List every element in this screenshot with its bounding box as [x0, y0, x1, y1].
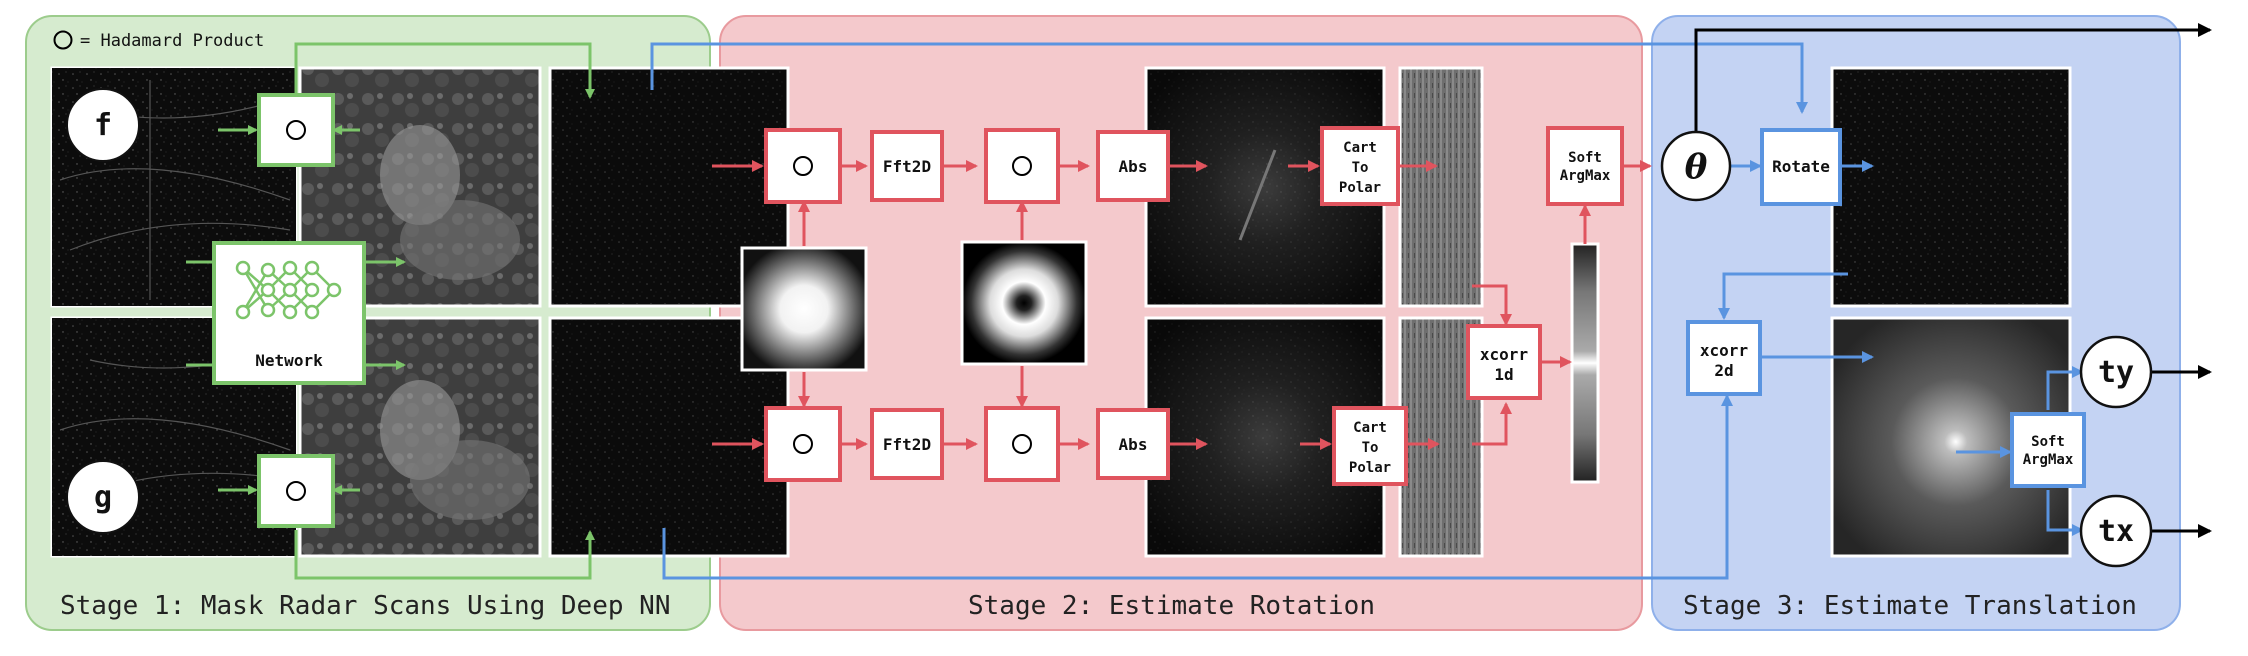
- svg-text:Rotate: Rotate: [1772, 157, 1830, 176]
- stage2-arrows: [712, 160, 1652, 450]
- svg-text:Polar: Polar: [1349, 460, 1391, 476]
- input-f-node: [66, 88, 140, 162]
- fft2d-box-bottom: Fft2D: [870, 408, 944, 480]
- stage1-arrows: [186, 42, 595, 580]
- hadamard-box-top-2: [984, 128, 1060, 204]
- output-arrows: [1694, 23, 2212, 538]
- hadamard-box-bottom-2: [984, 406, 1060, 482]
- svg-text:Abs: Abs: [1119, 157, 1148, 176]
- hadamard-legend-icon: [53, 30, 73, 50]
- tx-output-node: [2079, 494, 2153, 568]
- svg-text:Soft: Soft: [2031, 434, 2065, 450]
- theta-output-node: [1660, 130, 1732, 202]
- softargmax-rotation-box: Soft ArgMax: [1546, 126, 1624, 206]
- svg-text:xcorr: xcorr: [1480, 345, 1528, 364]
- input-f-label: f: [94, 108, 112, 143]
- xcorr2d-box: xcorr 2d: [1686, 320, 1762, 396]
- svg-text:ArgMax: ArgMax: [1560, 168, 1611, 184]
- svg-text:To: To: [1352, 160, 1369, 176]
- theta-label: θ: [1685, 147, 1708, 187]
- rotation-correlation-strip: [1570, 242, 1600, 484]
- svg-text:Polar: Polar: [1339, 180, 1381, 196]
- stage3-label: Stage 3: Estimate Translation: [1683, 591, 2137, 621]
- cart-to-polar-box-top: Cart To Polar: [1320, 126, 1400, 206]
- ring-filter-image: [960, 240, 1088, 366]
- hadamard-box-top-1: [764, 128, 842, 204]
- network-box: Network: [212, 241, 366, 385]
- svg-text:To: To: [1362, 440, 1379, 456]
- fft2d-box-top: Fft2D: [870, 130, 944, 202]
- polar-image-top: [1398, 66, 1484, 308]
- ty-label: ty: [2098, 355, 2134, 390]
- svg-text:Soft: Soft: [1568, 150, 1602, 166]
- stage2-label: Stage 2: Estimate Rotation: [968, 591, 1375, 621]
- abs-box-bottom: Abs: [1096, 408, 1170, 480]
- hadamard-box-bottom-1: [764, 406, 842, 482]
- mask-image-f: [298, 66, 542, 308]
- svg-text:xcorr: xcorr: [1700, 341, 1748, 360]
- lowpass-filter-image: [740, 246, 868, 372]
- rotate-box: Rotate: [1760, 128, 1842, 206]
- svg-text:ArgMax: ArgMax: [2023, 452, 2074, 468]
- cart-to-polar-box-bottom: Cart To Polar: [1332, 406, 1408, 486]
- svg-text:Fft2D: Fft2D: [883, 157, 931, 176]
- stage1-label: Stage 1: Mask Radar Scans Using Deep NN: [60, 591, 670, 621]
- hadamard-box-g: [257, 454, 335, 528]
- svg-text:Cart: Cart: [1343, 140, 1377, 156]
- svg-text:1d: 1d: [1494, 365, 1513, 384]
- ty-output-node: [2079, 335, 2153, 409]
- input-g-label: g: [94, 480, 112, 515]
- stage3-arrows: [650, 42, 2084, 580]
- softargmax-translation-box: Soft ArgMax: [2010, 412, 2086, 488]
- svg-text:Fft2D: Fft2D: [883, 435, 931, 454]
- hadamard-box-f: [257, 93, 335, 167]
- abs-box-top: Abs: [1096, 130, 1170, 202]
- tx-label: tx: [2098, 514, 2134, 549]
- svg-text:Abs: Abs: [1119, 435, 1148, 454]
- svg-text:2d: 2d: [1714, 361, 1733, 380]
- svg-text:Cart: Cart: [1353, 420, 1387, 436]
- input-g-node: [66, 460, 140, 534]
- neural-network-icon: [235, 260, 342, 320]
- network-label: Network: [255, 351, 323, 370]
- xcorr1d-box: xcorr 1d: [1466, 324, 1542, 400]
- rotated-scan-image: [1830, 66, 2072, 308]
- legend-text: = Hadamard Product: [80, 31, 264, 51]
